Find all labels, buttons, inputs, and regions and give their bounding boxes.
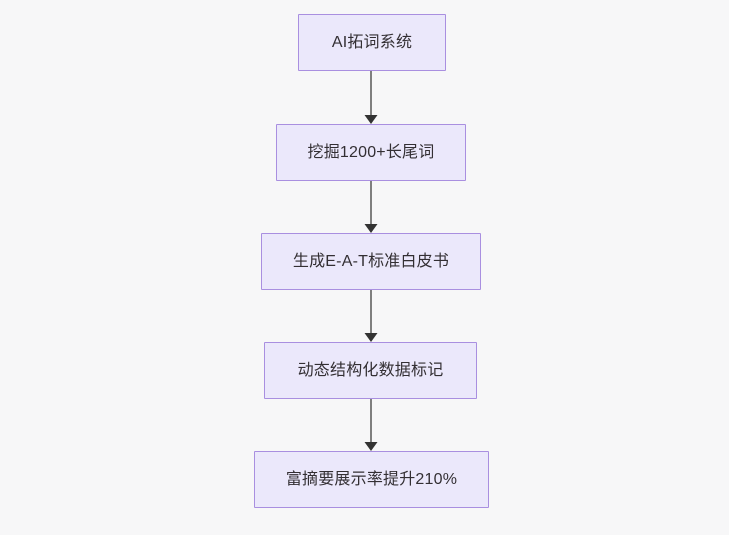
flow-node-label: 挖掘1200+长尾词 [307,143,435,161]
flow-node-label: 动态结构化数据标记 [297,361,444,379]
edge-arrowhead-icon [364,224,378,233]
flow-node-n2[interactable]: 挖掘1200+长尾词 [276,124,466,181]
flow-node-n3[interactable]: 生成E-A-T标准白皮书 [261,233,481,290]
flow-node-n5[interactable]: 富摘要展示率提升210% [254,451,489,508]
flow-node-n4[interactable]: 动态结构化数据标记 [264,342,477,399]
edge-arrowhead-icon [364,442,378,451]
flow-node-label: 富摘要展示率提升210% [285,470,458,488]
flow-node-label: AI拓词系统 [331,33,413,51]
flow-node-n1[interactable]: AI拓词系统 [298,14,446,71]
edge-arrowhead-icon [364,333,378,342]
edge-arrowhead-icon [364,115,378,124]
flow-node-label: 生成E-A-T标准白皮书 [292,252,450,270]
